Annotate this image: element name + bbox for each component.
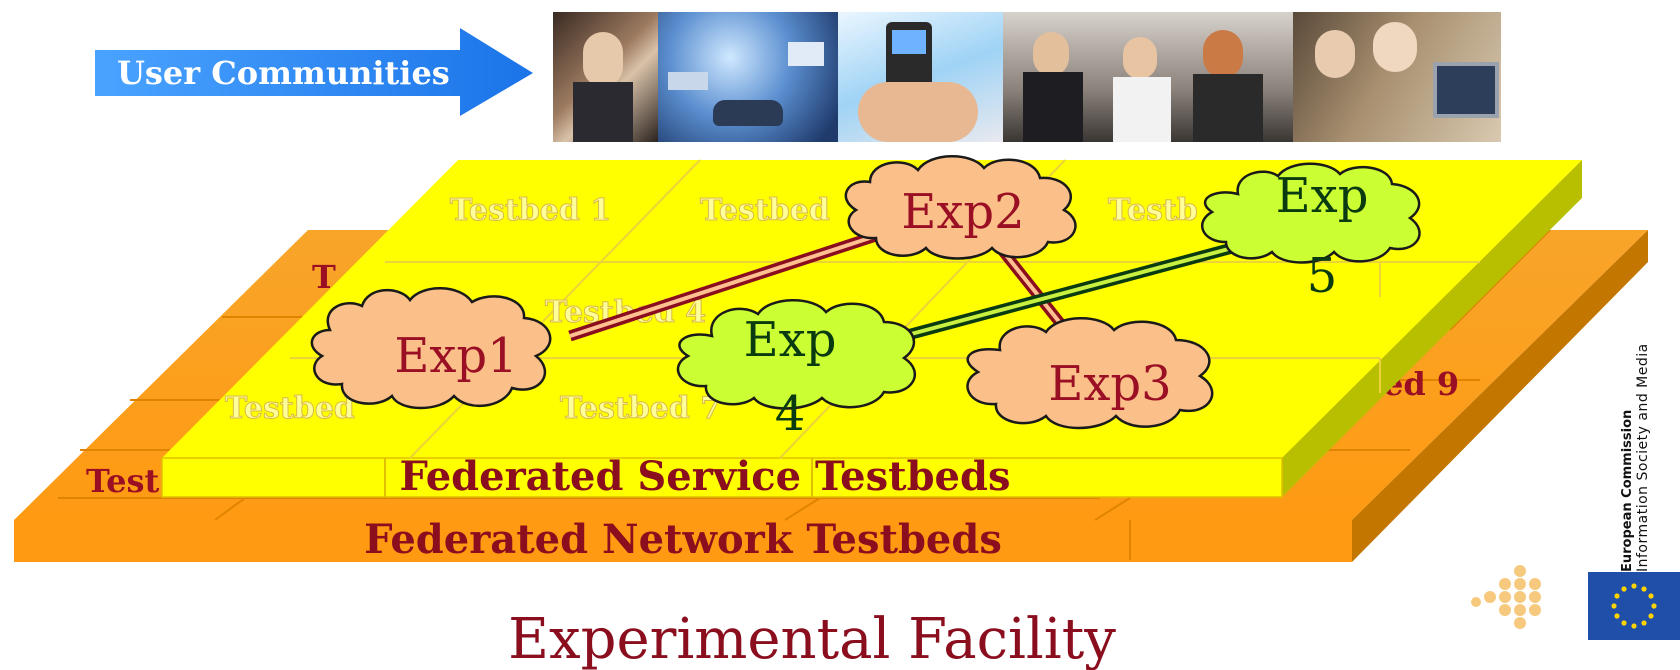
service-layer-side (1282, 160, 1582, 497)
service-layer-front (161, 457, 1283, 498)
link-exp1-exp2 (568, 226, 890, 342)
service-tile-label-tb7: Testbed 7 (560, 391, 721, 426)
network-layer-label: Federated Network Testbeds (364, 516, 1002, 563)
exp4-cloud: Exp 4 (676, 299, 916, 442)
exp2-cloud: Exp2 (844, 155, 1077, 260)
exp1-label: Exp1 (394, 328, 517, 384)
ec-dots-logo (1471, 565, 1541, 629)
exp3-label: Exp3 (1048, 356, 1171, 412)
user-photo-strip (553, 12, 1501, 142)
ec-vertical-label: European Commission Information Society … (1620, 282, 1651, 572)
exp4-label-line2: 4 (775, 386, 806, 442)
exp1-cloud: Exp1 (310, 287, 552, 410)
eu-flag-icon (1588, 572, 1680, 640)
service-tile-label-tb3: Testb (1108, 193, 1198, 228)
ec-subtitle: Information Society and Media (1635, 343, 1651, 572)
network-tile-label-test: Test (86, 462, 160, 500)
photo-seniors-computer (1293, 12, 1501, 142)
service-tile-label-tb6: Testbed (225, 391, 355, 426)
exp3-cloud: Exp3 (966, 317, 1214, 430)
experimental-facility-title: Experimental Facility (508, 607, 1116, 670)
exp2-label: Exp2 (901, 184, 1024, 240)
exp4-label-line1: Exp (744, 312, 837, 368)
exp5-label-line1: Exp (1276, 168, 1369, 224)
photo-phone-hands (838, 12, 1003, 142)
link-exp4-exp5 (898, 241, 1238, 343)
ec-name: European Commission (1620, 409, 1635, 572)
exp5-label-line2: 5 (1307, 248, 1338, 304)
service-tile-label-tb1: Testbed 1 (450, 193, 611, 228)
user-communities-label: User Communities (117, 54, 450, 92)
user-communities-arrow: User Communities (95, 28, 533, 116)
photo-network-car (658, 12, 838, 142)
service-tile-label-tb2: Testbed (700, 193, 830, 228)
exp5-cloud: Exp 5 (1201, 162, 1421, 304)
service-layer-label: Federated Service Testbeds (400, 453, 1011, 500)
network-layer-side (1352, 230, 1648, 562)
photo-woman-headset (553, 12, 658, 142)
photo-business-people (1003, 12, 1293, 142)
experiment-links (568, 226, 1238, 343)
